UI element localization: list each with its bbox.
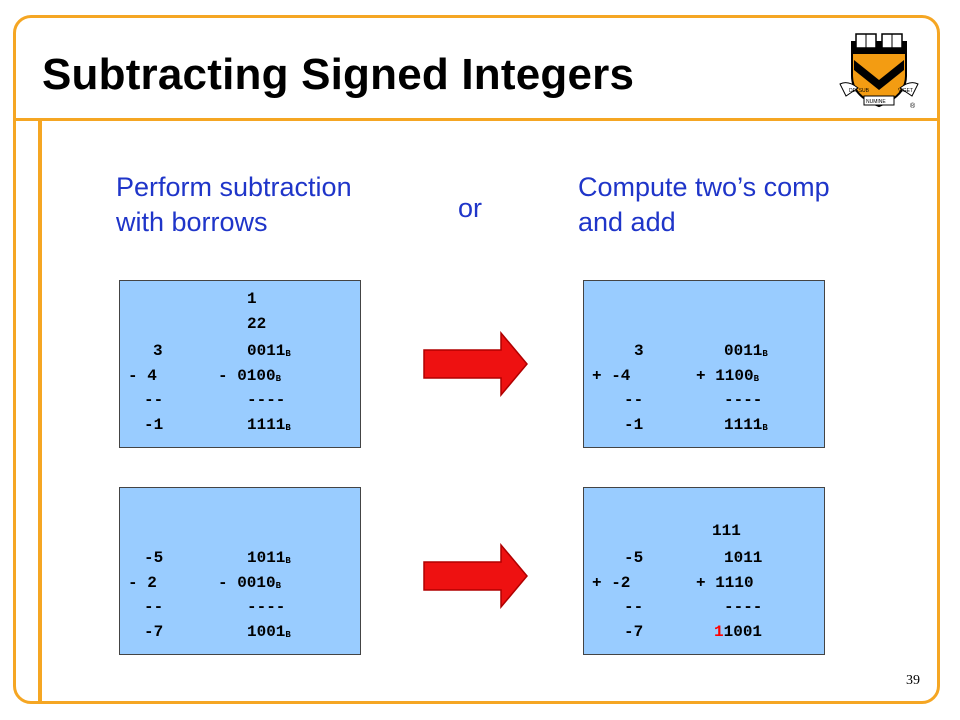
- logo-motto-right: VIGET: [898, 88, 913, 94]
- decimal-row: 3: [634, 342, 644, 360]
- binary-row: - 0100B: [218, 367, 282, 385]
- binary-row: + 1100B: [696, 367, 760, 385]
- borrow-subtraction-box-1: 1 22 3 0011B - 4 - 0100B -- ---- -1 1111…: [119, 280, 361, 448]
- title-divider: [16, 118, 937, 121]
- binary-row: - 0010B: [218, 574, 282, 592]
- decimal-row: -5: [144, 549, 164, 567]
- result-decimal: -7: [624, 623, 644, 641]
- slide-frame: [13, 15, 940, 704]
- decimal-row: - 4: [128, 367, 157, 385]
- separator-row: ----: [724, 598, 763, 616]
- page-number: 39: [906, 673, 920, 688]
- binary-row: 0011B: [247, 342, 291, 360]
- binary-row: 1011: [724, 549, 763, 567]
- right-arrow-icon: [423, 543, 528, 609]
- binary-row: 1011B: [247, 549, 291, 567]
- result-decimal: -1: [144, 416, 164, 434]
- trademark-symbol: ®: [910, 102, 916, 110]
- result-binary: 11001: [714, 623, 763, 641]
- left-rule: [38, 121, 42, 701]
- separator-row: --: [144, 391, 164, 409]
- separator-row: --: [144, 598, 164, 616]
- decimal-row: + -2: [592, 574, 631, 592]
- twos-comp-addition-box-2: 111 -5 1011 + -2 + 1110 -- ---- -7 11001: [583, 487, 825, 655]
- separator-row: ----: [724, 391, 763, 409]
- result-binary: 1111B: [724, 416, 768, 434]
- logo-motto-left: DEI SUB: [849, 88, 870, 94]
- result-decimal: -1: [624, 416, 644, 434]
- logo-motto-center: NUMINE: [866, 99, 886, 105]
- borrow-subtraction-box-2: -5 1011B - 2 - 0010B -- ---- -7 1001B: [119, 487, 361, 655]
- right-heading-line2: and add: [578, 207, 676, 237]
- borrow-row-1: 1: [247, 290, 257, 308]
- carry-row: 111: [712, 522, 741, 540]
- or-connector: or: [458, 193, 483, 223]
- left-heading: Perform subtraction with borrows: [116, 170, 352, 240]
- twos-comp-addition-box-1: 3 0011B + -4 + 1100B -- ---- -1 1111B: [583, 280, 825, 448]
- decimal-row: + -4: [592, 367, 631, 385]
- borrow-row-2: 22: [247, 315, 267, 333]
- princeton-shield-logo: DEI SUB NUMINE VIGET ®: [839, 33, 919, 110]
- left-heading-line2: with borrows: [116, 207, 268, 237]
- right-heading-line1: Compute two’s comp: [578, 172, 830, 202]
- binary-row: + 1110: [696, 574, 754, 592]
- right-heading: Compute two’s comp and add: [578, 170, 830, 240]
- result-decimal: -7: [144, 623, 164, 641]
- overflow-carry-bit: 1: [714, 623, 724, 641]
- left-heading-line1: Perform subtraction: [116, 172, 352, 202]
- result-binary: 1111B: [247, 416, 291, 434]
- separator-row: ----: [247, 391, 286, 409]
- separator-row: --: [624, 391, 644, 409]
- separator-row: ----: [247, 598, 286, 616]
- slide-title: Subtracting Signed Integers: [42, 50, 635, 99]
- binary-row: 0011B: [724, 342, 768, 360]
- decimal-row: - 2: [128, 574, 157, 592]
- decimal-row: -5: [624, 549, 644, 567]
- result-binary: 1001B: [247, 623, 291, 641]
- separator-row: --: [624, 598, 644, 616]
- right-arrow-icon: [423, 331, 528, 397]
- decimal-row: 3: [153, 342, 163, 360]
